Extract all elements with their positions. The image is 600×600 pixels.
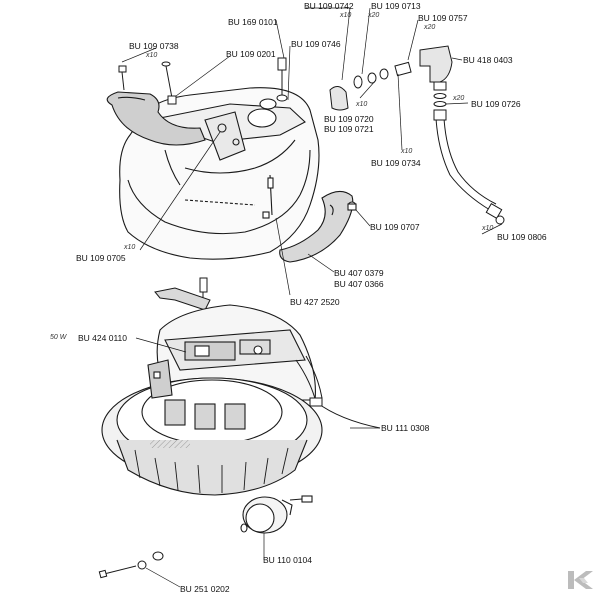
upper-housing [106, 87, 320, 260]
part-label-bu-407-0379: BU 407 0379 [334, 268, 384, 278]
qty-label-bu-109-0806: x10 [482, 225, 494, 232]
lower-plate [156, 304, 316, 401]
part-label-bu-424-0110: BU 424 0110 [78, 333, 127, 343]
part-label-bu-427-2520: BU 427 2520 [290, 297, 340, 307]
part-label-bu-109-0738: BU 109 0738 [129, 41, 179, 51]
part-label-bu-109-0742: BU 109 0742 [304, 1, 354, 11]
power-cable [295, 355, 381, 429]
qty-label-bu-109-0705: x10 [124, 244, 136, 251]
part-label-bu-109-0806: BU 109 0806 [497, 232, 547, 242]
qty-label-bu-109-0757: x20 [424, 24, 436, 31]
leader-lines [121, 7, 503, 588]
thermostat [240, 495, 313, 534]
qty-label-bu-109-0713: x20 [368, 12, 380, 19]
part-label-bu-109-0707: BU 109 0707 [370, 222, 420, 232]
part-label-bu-109-0201: BU 109 0201 [226, 49, 276, 59]
part-label-bu-109-0720: BU 109 0720 [324, 114, 374, 124]
heater-ring [101, 359, 323, 496]
part-label-bu-110-0104: BU 110 0104 [263, 555, 312, 565]
part-label-bu-109-0757: BU 109 0757 [418, 13, 468, 23]
top-screws [118, 57, 288, 105]
part-label-bu-109-0713: BU 109 0713 [371, 1, 421, 11]
part-label-bu-109-0746: BU 109 0746 [291, 39, 341, 49]
part-label-bu-109-0705: BU 109 0705 [76, 253, 126, 263]
part-label-bu-418-0403: BU 418 0403 [463, 55, 513, 65]
hose-fittings [329, 45, 453, 111]
side-handle [279, 190, 357, 263]
part-label-bu-169-0101: BU 169 0101 [228, 17, 278, 27]
qty-label-bu-109-0726: x20 [453, 95, 465, 102]
brand-logo-watermark [568, 571, 593, 589]
part-label-bu-109-0726: BU 109 0726 [471, 99, 521, 109]
qty-label-bu-109-0734: x10 [401, 148, 413, 155]
bottom-screw [98, 551, 164, 579]
part-label-bu-111-0308: BU 111 0308 [381, 423, 430, 433]
qty-label-bu-109-0720: x10 [356, 101, 368, 108]
part-label-bu-109-0721: BU 109 0721 [324, 124, 374, 134]
wattage-label: 50 W [50, 334, 67, 341]
part-label-bu-407-0366: BU 407 0366 [334, 279, 384, 289]
qty-label-bu-109-0742: x10 [340, 12, 352, 19]
part-label-bu-109-0734: BU 109 0734 [371, 158, 421, 168]
mounting-bracket [154, 277, 211, 311]
part-label-bu-251-0202: BU 251 0202 [180, 584, 230, 594]
hose [433, 109, 505, 225]
qty-label-bu-109-0738: x10 [146, 52, 158, 59]
